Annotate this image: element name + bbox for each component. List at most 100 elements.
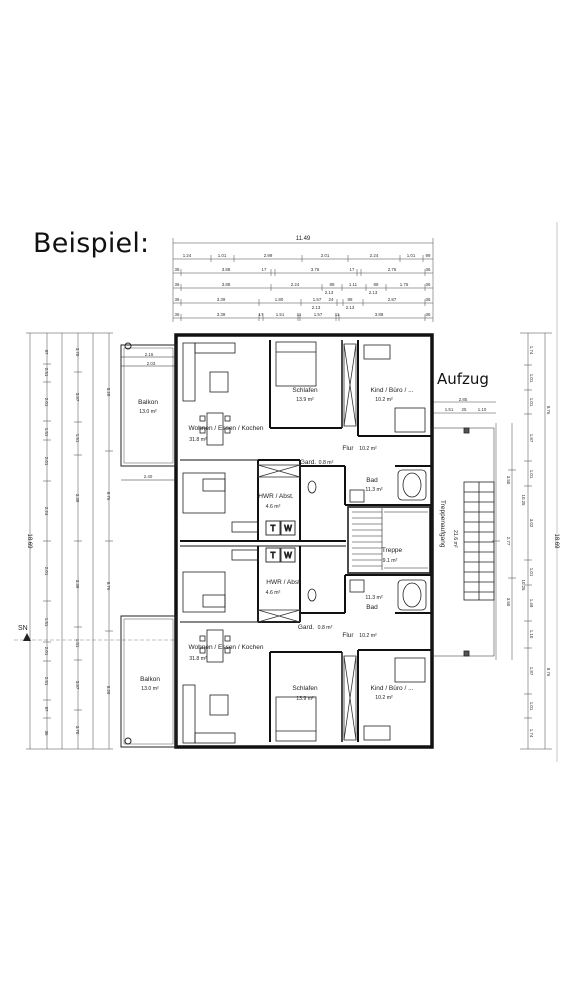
- room-area: 13.0 m²: [141, 686, 159, 692]
- dim-label: 3.87: [75, 681, 80, 690]
- room-name: Flur: [342, 632, 354, 639]
- dim-label: 36: [175, 282, 180, 287]
- room-name: Treppe: [382, 547, 403, 554]
- room-area: 31.8 m²: [189, 437, 207, 443]
- dim-label: 8.76: [106, 492, 111, 501]
- dim-label: 3.38: [75, 494, 80, 503]
- room-name: Flur: [342, 445, 354, 452]
- dim-label: 88: [330, 282, 335, 287]
- scrollbar[interactable]: [556, 222, 558, 762]
- room-name: Wohnen / Essen / Kochen: [188, 425, 263, 432]
- room-name: HWR / Abst.: [258, 493, 294, 500]
- room-area: 10.2 m²: [375, 695, 393, 701]
- dim-label: 1.01: [529, 398, 534, 407]
- washer-label: W: [284, 551, 292, 560]
- room-area: 11.3 m²: [365, 595, 382, 601]
- dim-label: 36: [426, 297, 431, 302]
- room-area: 9.1 m²: [383, 558, 398, 564]
- dim-label: 3.70: [75, 348, 80, 357]
- dim-label: 25: [462, 407, 467, 412]
- dim-label: 3.88: [222, 267, 231, 272]
- room-area: 0.8 m²: [319, 460, 334, 466]
- washer-dryer: T W T W: [265, 520, 296, 563]
- dim-label: 3.70: [75, 726, 80, 735]
- section-marker: SN: [14, 625, 176, 641]
- room-area: 13.9 m²: [296, 397, 314, 403]
- access-gallery: [431, 427, 495, 657]
- dim-label: 1.51: [75, 639, 80, 648]
- dim-label: 2.01: [44, 647, 49, 656]
- dim-label: 88: [374, 282, 379, 287]
- wardrobe-cabinets: [257, 343, 357, 741]
- room-name: Kind / Büro / ...: [371, 685, 414, 692]
- dim-label: 2.51: [44, 368, 49, 377]
- dim-label: 2.13: [312, 305, 321, 310]
- dim-label: 2.99: [264, 253, 273, 258]
- room-name: Gard.: [298, 624, 314, 631]
- dim-label: 1.49: [529, 599, 534, 608]
- dim-label: 1.51: [44, 428, 49, 437]
- dim-label: 2.51: [44, 677, 49, 686]
- dim-label: 1.57: [314, 312, 323, 317]
- dim-label: 3.50: [506, 598, 511, 607]
- dryer-label: T: [271, 524, 276, 533]
- elevator-label: Aufzug: [437, 370, 489, 388]
- left-dimension-chains: [26, 332, 113, 750]
- room-name: HWR / Abst.: [266, 579, 302, 586]
- page-heading: Beispiel:: [33, 228, 150, 259]
- room-area: 10.2 m²: [375, 397, 393, 403]
- bathroom-fixtures: [307, 469, 427, 611]
- room-area: 4.6 m²: [266, 504, 281, 510]
- dim-label: 2.85: [459, 397, 468, 402]
- dim-label: 10.25: [521, 495, 526, 507]
- washer-label: W: [284, 524, 292, 533]
- balconies: [120, 342, 177, 748]
- living-sofas: [182, 342, 236, 744]
- room-name: Schlafen: [292, 685, 318, 692]
- dim-label: 2.77: [506, 537, 511, 546]
- dim-label: 3.76: [311, 267, 320, 272]
- dim-label: 5.28: [106, 388, 111, 397]
- dim-label: 3.38: [75, 580, 80, 589]
- room-area: 31.8 m²: [189, 656, 207, 662]
- room-area: 11.3 m²: [365, 487, 382, 493]
- kitchen-counters: [182, 472, 259, 613]
- dim-label: 3.88: [375, 312, 384, 317]
- dim-label: 1.24: [183, 253, 192, 258]
- dim-label: 1.01: [529, 702, 534, 711]
- dim-label: 10.25: [521, 580, 526, 592]
- left-dimension-labels: 18.69 87 2.51 2.01 1.51 2.01 2.24 2.01 1…: [26, 348, 111, 736]
- dim-label: 3.39: [217, 297, 226, 302]
- dim-overall-width: 11.49: [296, 236, 311, 242]
- dim-label: 2.13: [325, 290, 334, 295]
- dim-label: 2.16: [145, 352, 154, 357]
- dim-label: 1.01: [218, 253, 227, 258]
- room-area: 21.6 m²: [452, 530, 458, 548]
- dim-label: 8.76: [546, 406, 551, 415]
- room-name: Kind / Büro / ...: [371, 387, 414, 394]
- dryer-label: T: [271, 551, 276, 560]
- dim-label: 1.01: [407, 253, 416, 258]
- beds: [275, 341, 426, 742]
- dim-label: 2.24: [370, 253, 379, 258]
- dim-label: 24: [329, 297, 334, 302]
- room-area: 13.9 m²: [296, 696, 314, 702]
- dim-label: 2.76: [388, 267, 397, 272]
- dim-label: 36: [426, 267, 431, 272]
- dining-tables: [199, 412, 231, 663]
- room-name: Wohnen / Essen / Kochen: [188, 644, 263, 651]
- room-name: Gard.: [300, 459, 316, 466]
- room-name: Schlafen: [292, 387, 318, 394]
- dim-label: 2.01: [321, 253, 330, 258]
- dim-label: 1.11: [349, 282, 358, 287]
- balcony-dim-labels: 2.16 2.03 2.40: [144, 352, 156, 479]
- dim-label: 17: [259, 312, 264, 317]
- top-dimension-labels: 11.49 1.24 1.01 2.99 2.01 2.24 1.01 99 3…: [175, 236, 431, 317]
- dim-label: 2.13: [369, 290, 378, 295]
- dim-label: 1.51: [276, 312, 285, 317]
- dim-label: 1.74: [529, 346, 534, 355]
- dim-overall-height: 18.69: [26, 533, 32, 549]
- dim-label: 36: [175, 312, 180, 317]
